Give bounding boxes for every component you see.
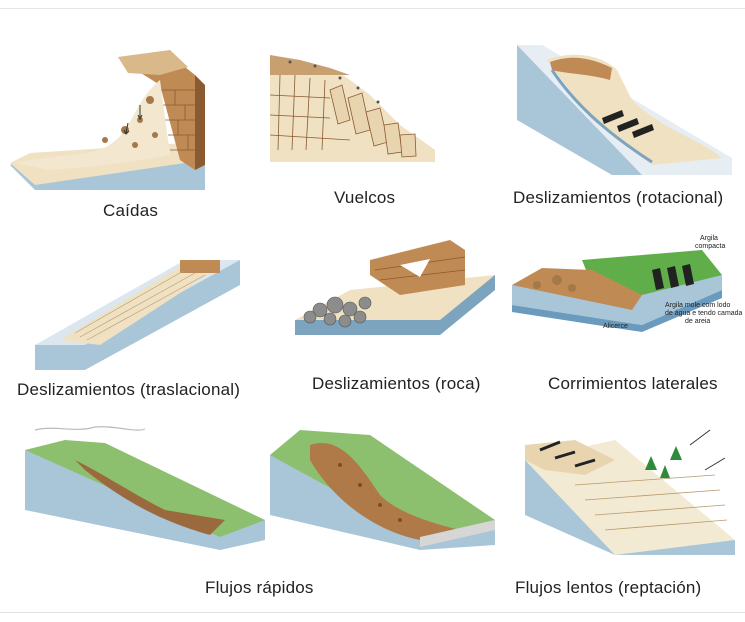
label-argila-mole-1: Argila mole com lodo [665, 302, 731, 309]
label-argila-mole-3: de areia [685, 318, 711, 325]
caption-corrimientos: Corrimientos laterales [548, 374, 718, 393]
rapid-flow-illustration-right [270, 430, 495, 550]
rock-slide-illustration [295, 240, 495, 335]
caption-traslacional: Deslizamientos (traslacional) [17, 380, 241, 399]
top-divider [0, 8, 745, 9]
label-argila-compacta-1: Argila [700, 235, 718, 242]
caption-rotacional: Deslizamientos (rotacional) [513, 188, 724, 207]
caption-vuelcos: Vuelcos [334, 188, 396, 207]
caption-roca: Deslizamientos (roca) [312, 374, 481, 393]
topples-illustration [269, 55, 435, 162]
label-argila-mole-2: de água e tendo camada [665, 310, 743, 317]
creep-illustration [525, 429, 735, 555]
caption-caidas: Caídas [103, 201, 159, 220]
translational-slide-illustration [35, 260, 240, 370]
caption-flujos-lentos: Flujos lentos (reptación) [515, 578, 702, 597]
label-argila-compacta-2: compacta [695, 243, 726, 250]
lateral-spread-illustration [512, 250, 722, 332]
rotational-slide-illustration [517, 45, 732, 175]
bottom-divider [0, 612, 745, 613]
falls-illustration [10, 50, 205, 190]
rapid-flow-illustration-left [25, 426, 265, 550]
caption-flujos-rapidos: Flujos rápidos [205, 578, 314, 597]
label-alicerce: Alicerce [603, 323, 628, 330]
